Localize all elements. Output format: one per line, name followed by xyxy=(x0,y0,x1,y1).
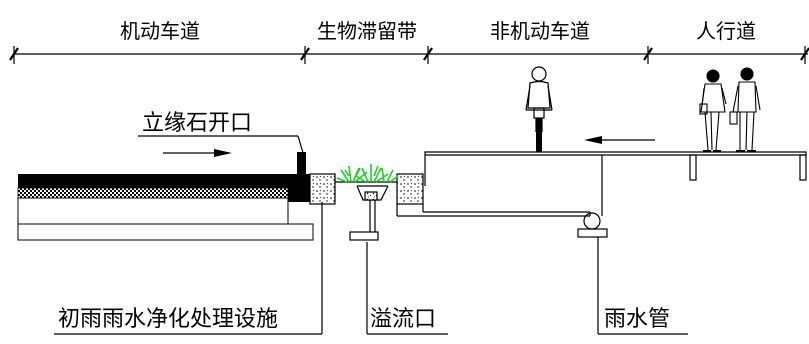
bioretention-basin xyxy=(335,181,397,201)
curb-stone xyxy=(297,152,306,176)
flow-arrow-left xyxy=(584,136,655,144)
zone-label-sidewalk: 人行道 xyxy=(696,19,756,43)
callout-first-flush-facility: 初雨雨水净化处理设施 xyxy=(58,307,278,332)
flow-arrow-right xyxy=(163,149,232,157)
pedestrian-man-icon xyxy=(729,67,761,152)
pedestrian-woman-icon xyxy=(699,69,727,152)
zone-label-non-motor-lane: 非机动车道 xyxy=(490,19,590,43)
zone-label-motor-lane: 机动车道 xyxy=(120,19,200,43)
zone-label-bioretention-strip: 生物滞留带 xyxy=(317,19,417,43)
cyclist-icon xyxy=(525,66,553,152)
motor-lane-pavement xyxy=(17,174,314,241)
callout-curb-opening: 立缘石开口 xyxy=(142,111,252,136)
concrete-curb-left xyxy=(309,173,336,205)
dimension-line xyxy=(9,46,809,64)
concrete-curb-right xyxy=(396,173,424,205)
callout-overflow-inlet: 溢流口 xyxy=(370,307,436,332)
drainage-pipes xyxy=(349,200,608,298)
callout-storm-pipe: 雨水管 xyxy=(604,307,670,332)
vegetation-icon xyxy=(336,164,399,183)
road-slab xyxy=(424,151,807,216)
